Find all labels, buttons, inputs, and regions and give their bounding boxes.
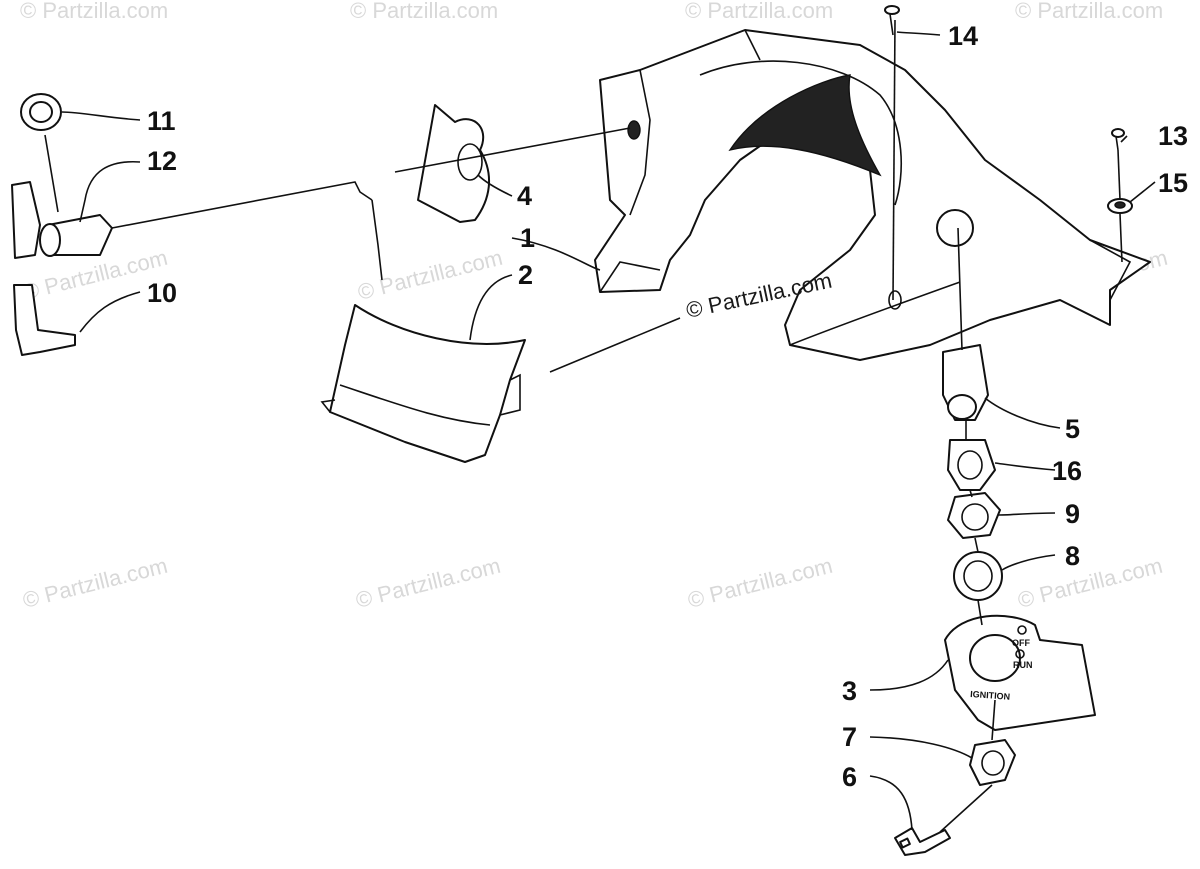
callout-4: 4: [517, 181, 532, 211]
part-11-nut: [20, 93, 62, 131]
part-6-key: [894, 827, 951, 856]
callout-8: 8: [1065, 541, 1080, 571]
ignition-label: IGNITION: [970, 689, 1011, 702]
watermark-tile: © Partzilla.com: [685, 553, 835, 613]
callout-7: 7: [842, 722, 857, 752]
watermark-tile: © Partzilla.com: [1015, 0, 1163, 23]
watermark-tile: © Partzilla.com: [20, 553, 170, 613]
part-12-choke-cable-assembly: [11, 181, 383, 281]
callout-6: 6: [842, 762, 857, 792]
callout-1: 1: [520, 223, 535, 253]
watermark-tile: © Partzilla.com: [355, 245, 505, 305]
part-13-screw: [1111, 128, 1125, 151]
part-9-hex-nut: [947, 492, 1001, 539]
part-2-cover-panel: [320, 304, 526, 463]
callout-2: 2: [518, 260, 533, 290]
part-15-washer: [1107, 198, 1133, 214]
callout-16: 16: [1052, 456, 1082, 486]
callout-11: 11: [147, 106, 176, 136]
off-label: OFF: [1012, 638, 1030, 648]
callout-3: 3: [842, 676, 857, 706]
part-16-collar: [947, 439, 996, 491]
callout-leaders: [61, 31, 1156, 831]
callout-5: 5: [1065, 414, 1080, 444]
part-1-console-housing: [594, 29, 1151, 361]
callout-numbers: 1 2 3 4 5 6 7 8 9 10 11 12 13 14 15 16: [147, 21, 1188, 792]
part-4-bracket-plate: [417, 104, 491, 223]
callout-12: 12: [147, 146, 177, 176]
part-5-ignition-switch: [942, 344, 989, 421]
part-14-screw: [884, 5, 900, 36]
callout-14: 14: [948, 21, 978, 51]
watermark-tile: © Partzilla.com: [353, 553, 503, 613]
part-10-lever: [13, 284, 76, 356]
assembly-lines: [44, 19, 1123, 833]
callout-13: 13: [1158, 121, 1188, 151]
part-7-nut: [969, 739, 1016, 786]
callout-9: 9: [1065, 499, 1080, 529]
watermark-tile: © Partzilla.com: [685, 0, 833, 23]
callout-15: 15: [1158, 168, 1188, 198]
watermark-tile: © Partzilla.com: [1015, 553, 1165, 613]
watermark-tile: © Partzilla.com: [20, 0, 168, 23]
part-3-ignition-panel: OFF RUN IGNITION: [944, 614, 1096, 731]
watermark-tile: © Partzilla.com: [350, 0, 498, 23]
run-label: RUN: [1013, 660, 1033, 670]
callout-10: 10: [147, 278, 177, 308]
part-8-lock-washer: [953, 551, 1003, 601]
